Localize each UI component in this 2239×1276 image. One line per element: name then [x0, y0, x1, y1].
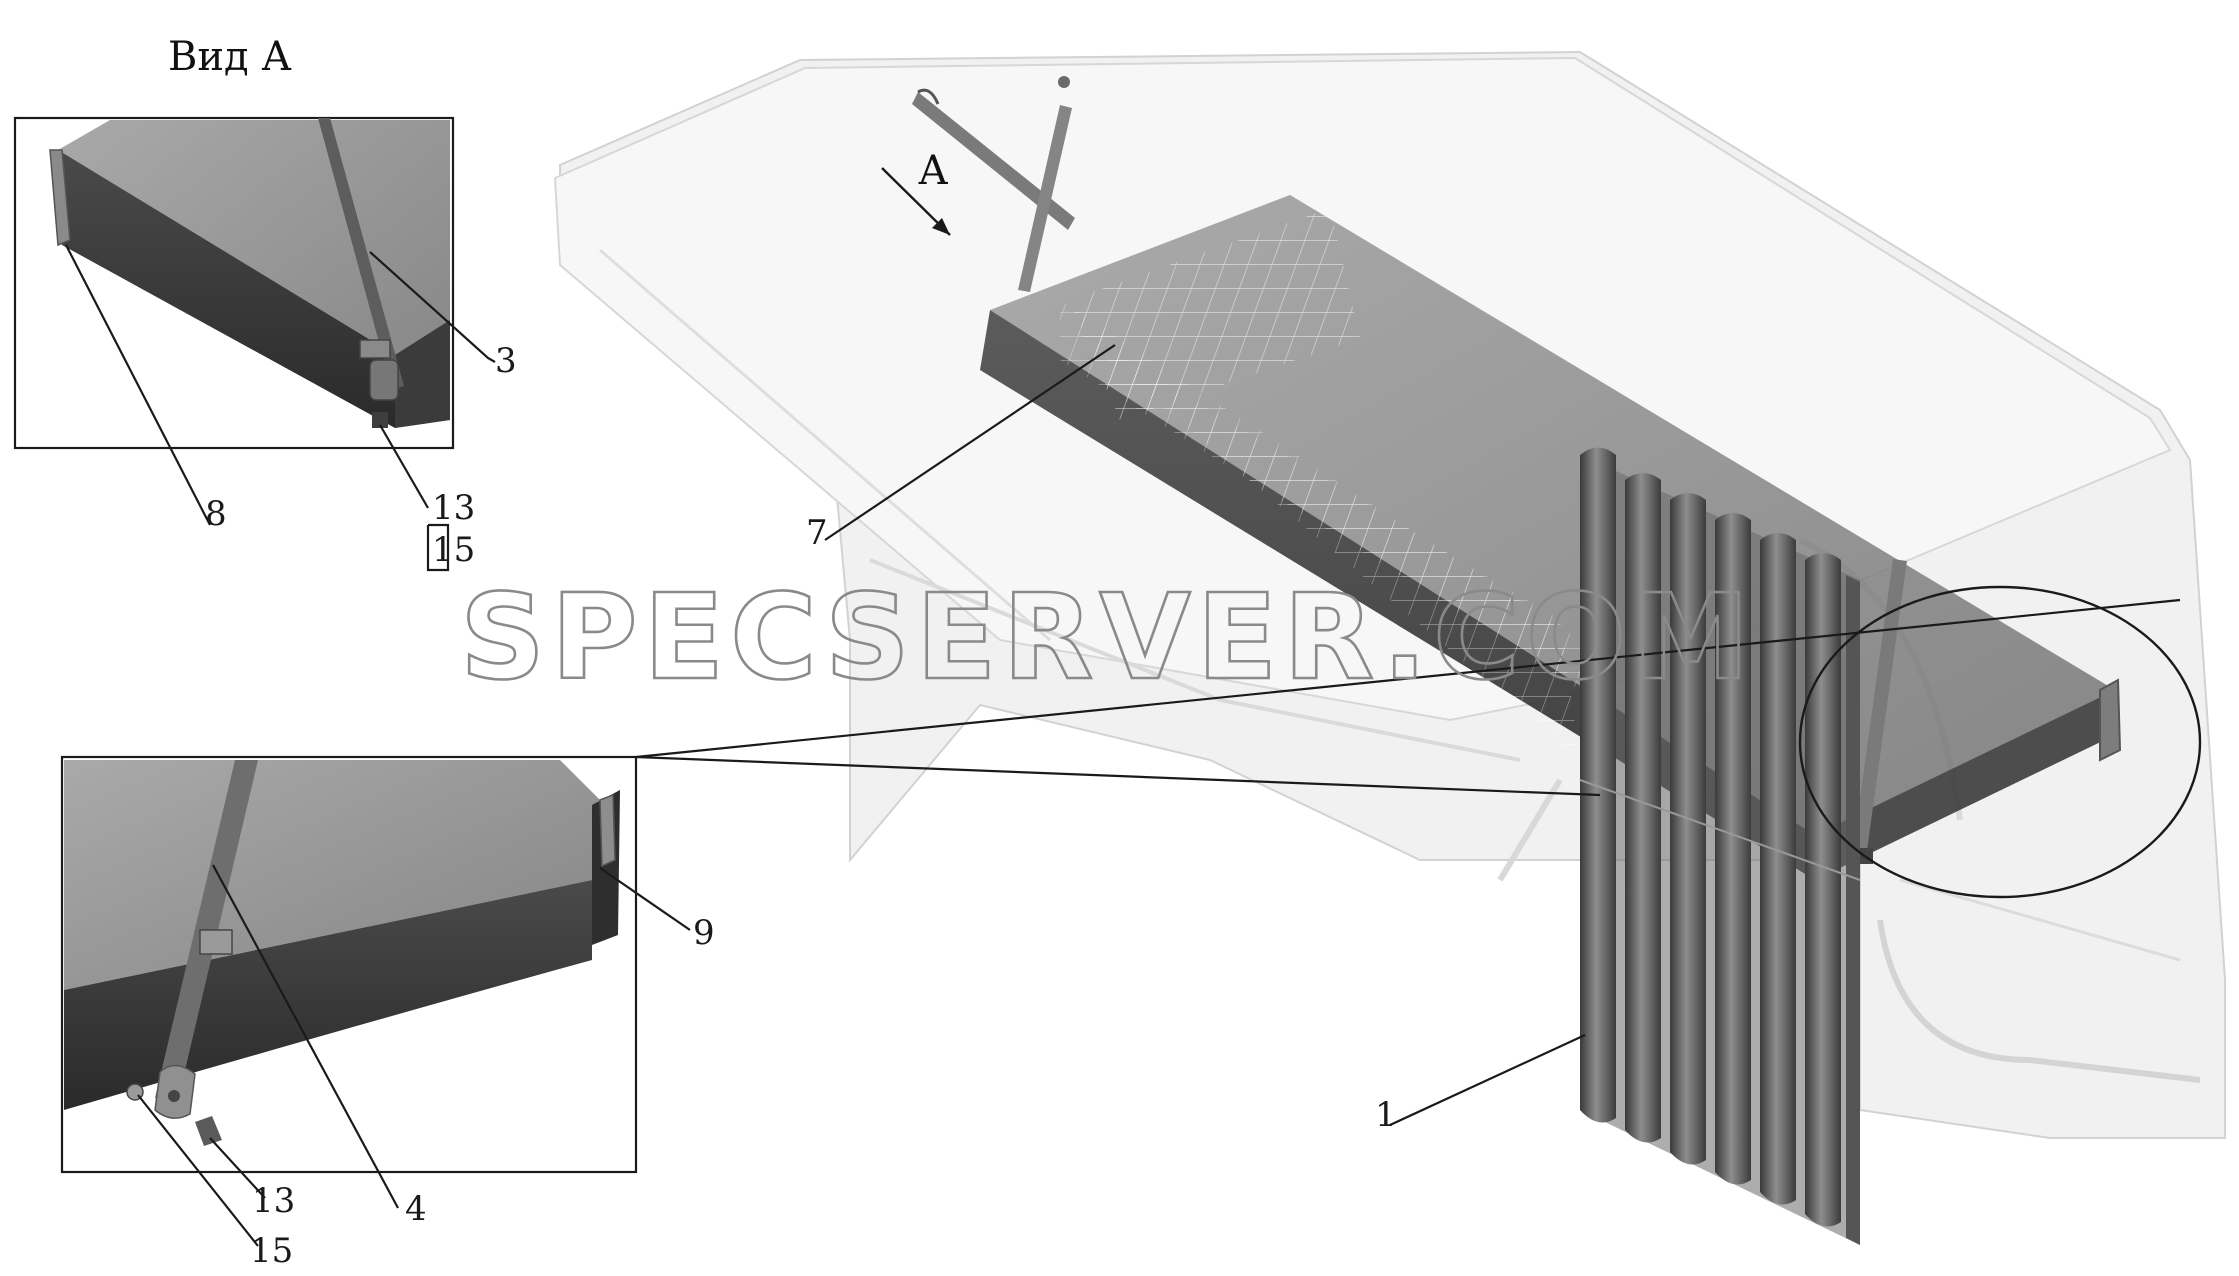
inset-connector [635, 598, 2181, 797]
inset-detail [60, 755, 638, 1174]
callout-13-view-a: 13 [432, 488, 475, 528]
view-title: Вид А [168, 34, 292, 80]
callout-1: 1 [1375, 1095, 1397, 1135]
view-a-arrow-label: А [918, 148, 948, 194]
watermark: SPECSERVER.COM [460, 568, 1755, 706]
callout-labels: 1 3 4 7 8 9 13 15 13 15 [205, 341, 1397, 1271]
callout-3: 3 [495, 341, 517, 381]
detail-ellipse [1798, 585, 2202, 899]
callout-8: 8 [205, 494, 227, 534]
inset-view-a-frame [13, 116, 455, 450]
callout-9: 9 [693, 913, 715, 953]
curtain [1579, 447, 1861, 1245]
callout-4: 4 [405, 1189, 427, 1229]
strap-main [912, 76, 1907, 864]
inset-detail-frame [60, 755, 638, 1174]
callout-15-detail: 15 [250, 1231, 293, 1271]
leader-lines [65, 244, 1586, 1247]
callout-13-detail: 13 [252, 1181, 295, 1221]
callout-15-view-a: 15 [432, 530, 475, 570]
inset-view-a: Вид А [13, 34, 455, 450]
callout-7: 7 [806, 513, 828, 553]
view-a-arrow: А [881, 148, 951, 236]
